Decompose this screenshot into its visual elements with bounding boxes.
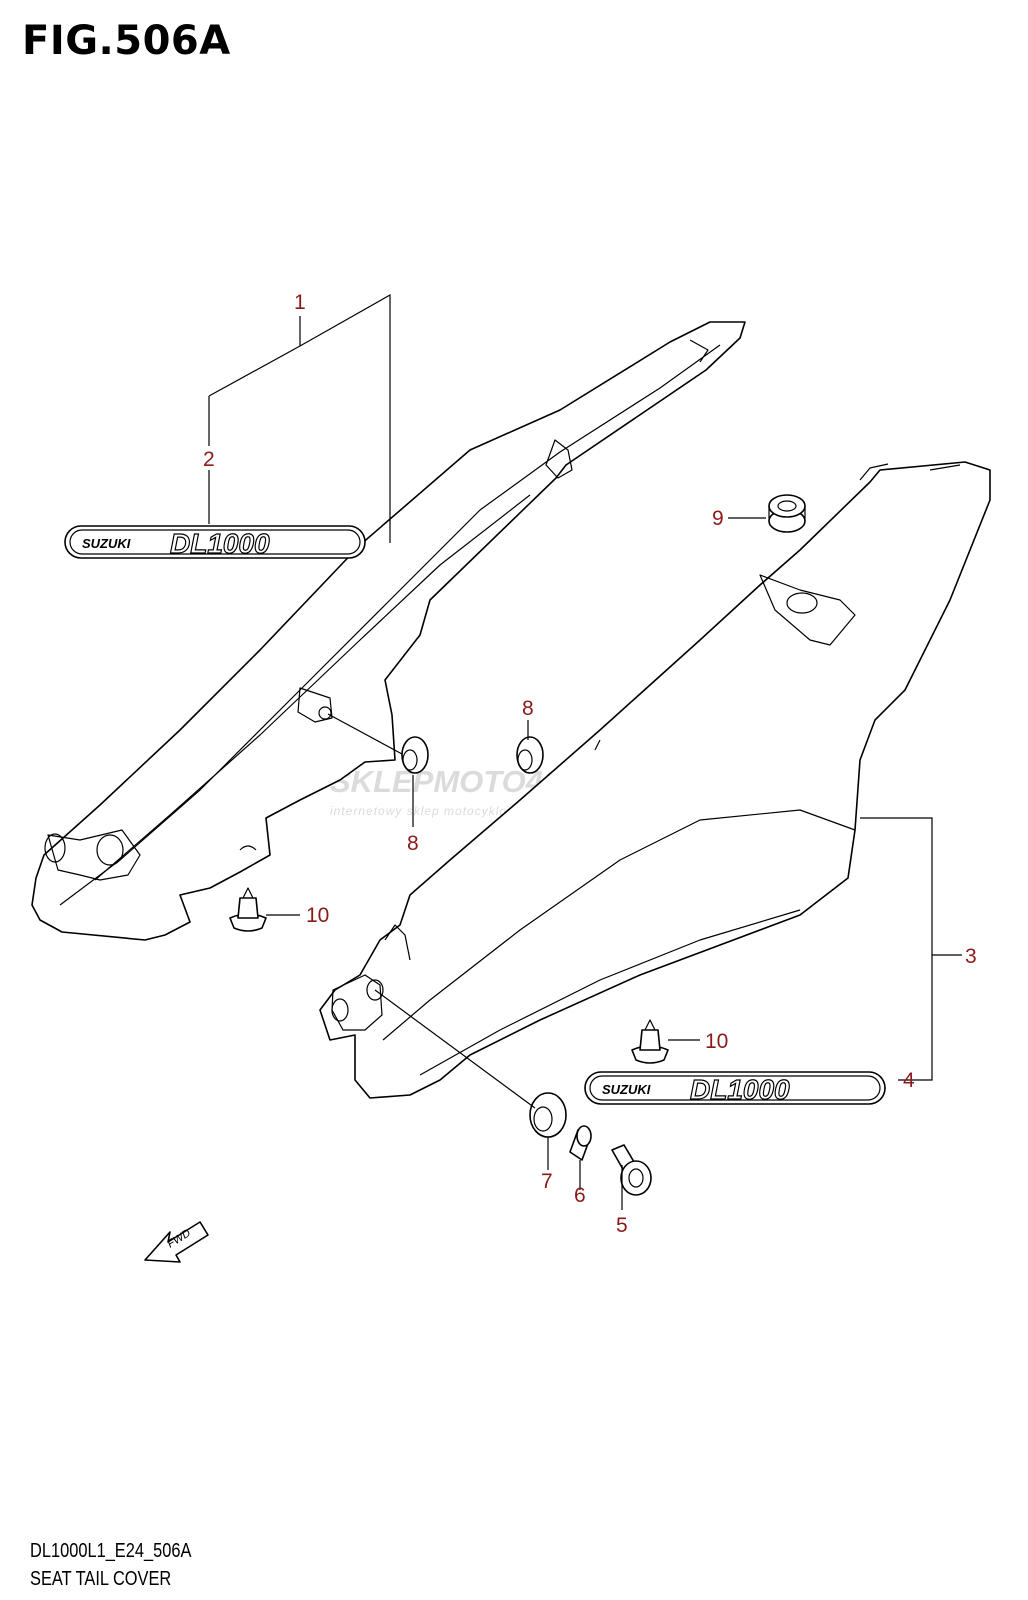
- callout-1: 1: [294, 291, 306, 314]
- callout-5: 5: [616, 1214, 628, 1237]
- emblem-decal-4: SUZUKI DL1000: [584, 1071, 886, 1106]
- figure-title: FIG.506A: [22, 18, 231, 64]
- callout-8-center: 8: [522, 697, 534, 720]
- callout-4: 4: [903, 1069, 915, 1092]
- callout-7: 7: [541, 1170, 553, 1193]
- callout-2: 2: [203, 448, 215, 471]
- right-seat-tail-cover: [319, 461, 991, 1099]
- clip-10-left: [229, 887, 267, 932]
- grommet-9: [768, 494, 806, 533]
- emblem-brand-text: SUZUKI: [602, 1082, 651, 1097]
- emblem-model-text: DL1000: [170, 528, 270, 559]
- callout-9: 9: [712, 507, 724, 530]
- watermark-tagline: internetowy sklep motocyklowy: [330, 804, 524, 818]
- clip-10-right: [631, 1019, 669, 1064]
- emblem-decal-2: SUZUKI DL1000: [64, 525, 366, 560]
- forward-arrow: FWD: [144, 1221, 209, 1263]
- grommet-8-left: [401, 736, 429, 774]
- callout-10-right: 10: [705, 1030, 728, 1053]
- grommet-7: [529, 1092, 567, 1138]
- callout-8-left: 8: [407, 832, 419, 855]
- leader-lines: [208, 293, 962, 1210]
- bolt-5: [611, 1144, 652, 1196]
- grommet-8-center: [516, 736, 544, 774]
- callout-numbers: 1 2 3 4 5 6 7 8 8 9 10 10: [203, 291, 977, 1237]
- left-seat-tail-cover: [31, 321, 746, 941]
- figure-name: SEAT TAIL COVER: [30, 1568, 172, 1590]
- emblem-brand-text: SUZUKI: [82, 536, 131, 551]
- figure-code: DL1000L1_E24_506A: [30, 1540, 192, 1562]
- callout-10-left: 10: [306, 904, 329, 927]
- callout-6: 6: [574, 1184, 586, 1207]
- callout-3: 3: [965, 945, 977, 968]
- emblem-model-text: DL1000: [690, 1074, 790, 1105]
- collar-6: [569, 1125, 592, 1161]
